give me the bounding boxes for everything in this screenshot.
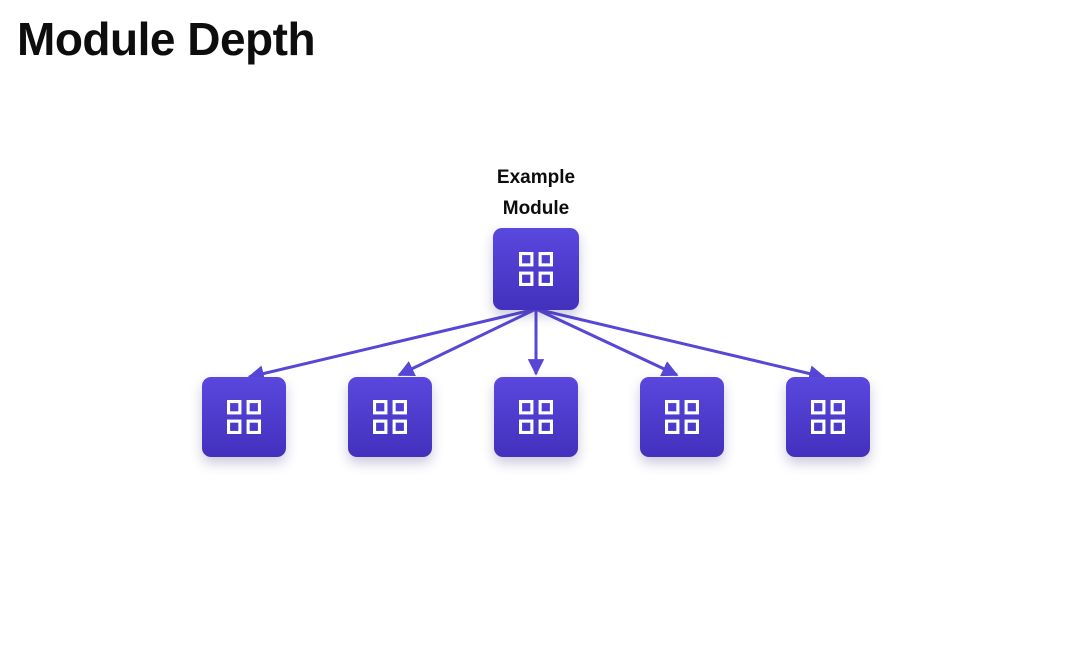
grid-icon	[227, 400, 261, 434]
root-module-box	[493, 228, 579, 310]
grid-icon	[373, 400, 407, 434]
root-module-label-line1: Example	[496, 167, 576, 188]
root-module-label: Example Module	[436, 162, 636, 224]
arrow-root-to-child-1	[247, 307, 537, 382]
child-module-box	[348, 377, 432, 457]
grid-icon	[665, 400, 699, 434]
page-title: Module Depth	[17, 13, 316, 65]
child-module-box	[786, 377, 870, 457]
grid-icon	[519, 252, 553, 286]
root-module-label-line2: Module	[502, 198, 570, 219]
child-module-box	[202, 377, 286, 457]
child-module-box	[640, 377, 724, 457]
arrow-root-to-child-4	[535, 307, 679, 377]
arrow-root-to-child-5	[535, 307, 826, 382]
child-module-box	[494, 377, 578, 457]
children-row	[202, 377, 870, 457]
arrow-root-to-child-2	[397, 307, 537, 377]
grid-icon	[519, 400, 553, 434]
grid-icon	[811, 400, 845, 434]
